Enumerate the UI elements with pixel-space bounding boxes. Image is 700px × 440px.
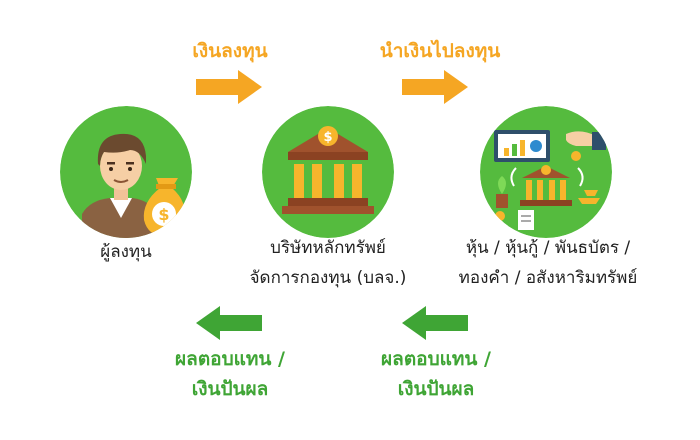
return-left-label-line1: ผลตอบแทน / (175, 348, 285, 370)
deploy-flow-label: นำเงินไปลงทุน (379, 40, 501, 62)
investor-circle: $ (60, 106, 192, 238)
return-arrow-left (196, 306, 262, 340)
investor-icon: $ (60, 106, 192, 238)
assets-icon (480, 106, 612, 238)
invest-arrow (196, 70, 262, 104)
deploy-arrow (402, 70, 468, 104)
invest-flow-label: เงินลงทุน (192, 40, 268, 62)
svg-text:$: $ (158, 205, 169, 224)
svg-text:$: $ (323, 130, 332, 145)
bank-icon: $ (262, 106, 394, 238)
return-left-label-line2: เงินปันผล (191, 378, 269, 400)
assets-circle (480, 106, 612, 238)
fund-company-label-line2: จัดการกองทุน (บลจ.) (249, 268, 407, 288)
investor-label: ผู้ลงทุน (100, 242, 152, 262)
return-arrow-right (402, 306, 468, 340)
return-right-label-line1: ผลตอบแทน / (381, 348, 491, 370)
assets-label-line1: หุ้น / หุ้นกู้ / พันธบัตร / (465, 238, 631, 258)
fund-company-label-line1: บริษัทหลักทรัพย์ (270, 238, 386, 258)
assets-label-line2: ทองคำ / อสังหาริมทรัพย์ (458, 268, 638, 288)
fund-company-circle: $ (262, 106, 394, 238)
return-right-label-line2: เงินปันผล (397, 378, 475, 400)
